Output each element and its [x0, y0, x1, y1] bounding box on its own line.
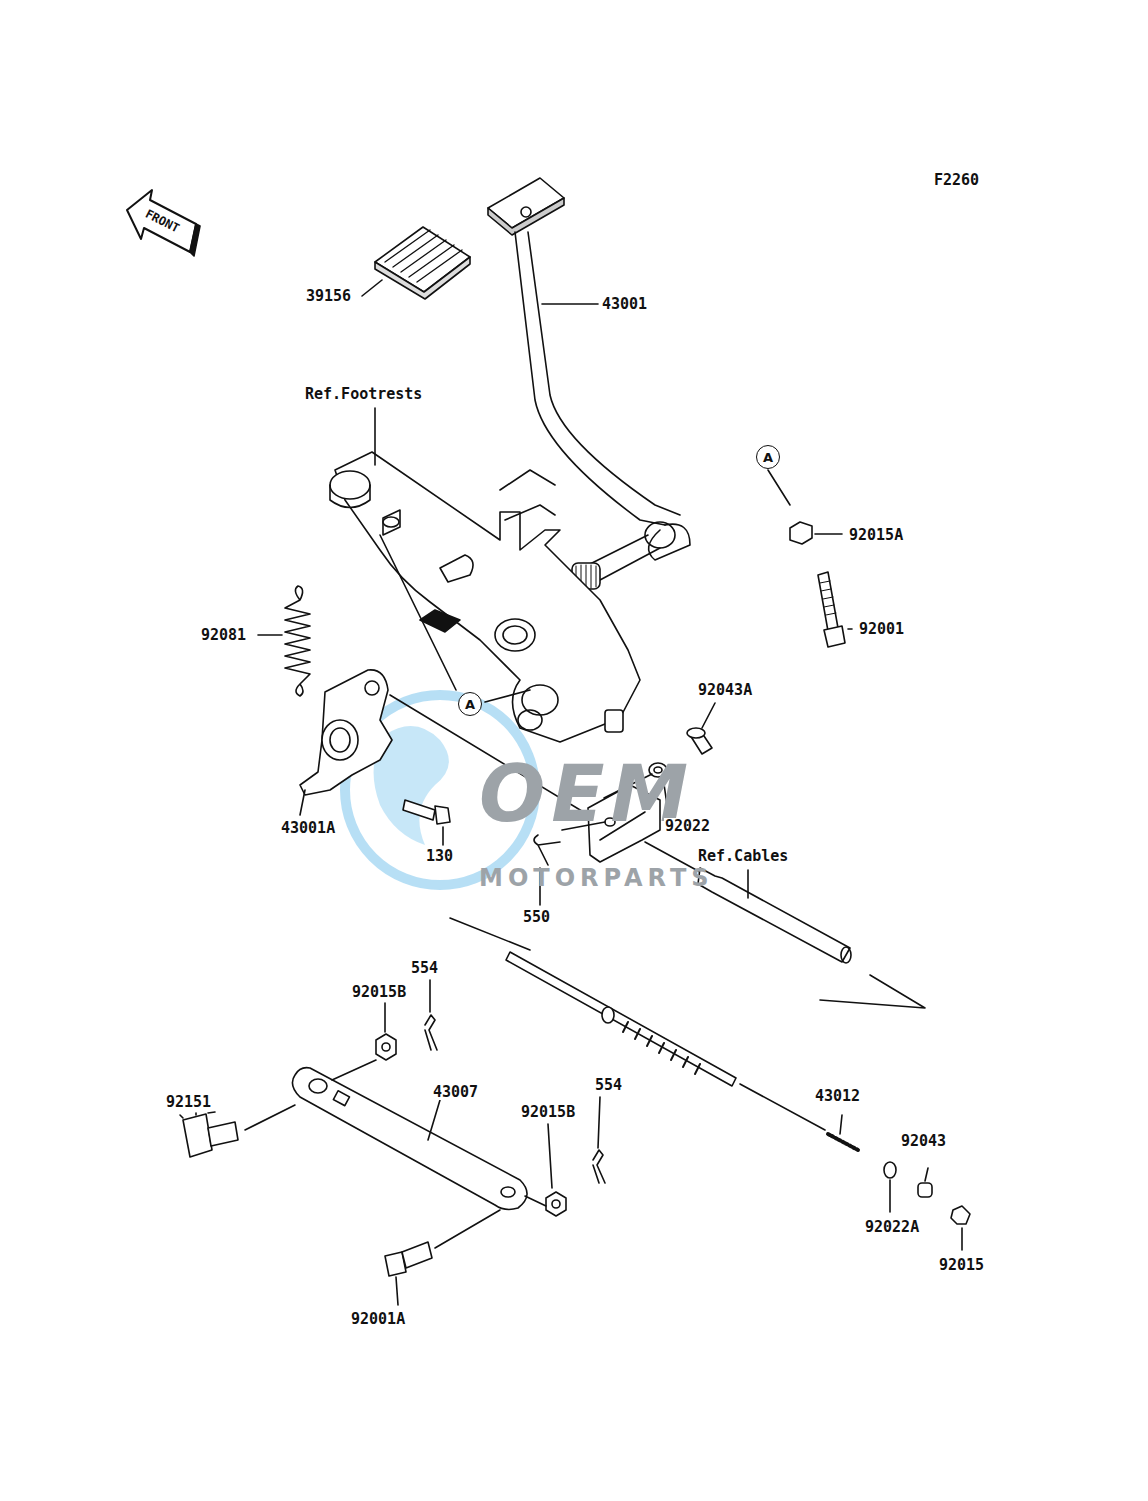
callout-number: F2260: [933, 172, 980, 189]
callout-number: 92022: [664, 818, 711, 835]
callout-number: 554: [410, 960, 439, 977]
watermark-logo: OEM: [478, 752, 695, 838]
reference-circle: A: [458, 692, 482, 716]
callout-number: 39156: [305, 288, 352, 305]
callout-number: 130: [425, 848, 454, 865]
callout-number: 92015: [938, 1257, 985, 1274]
reference-letter: A: [465, 698, 475, 711]
callout-number: 92151: [165, 1094, 212, 1111]
callout-number: 92015A: [848, 527, 904, 544]
callout-number: 554: [594, 1077, 623, 1094]
callout-number: 92043A: [697, 682, 753, 699]
callout-number: 43012: [814, 1088, 861, 1105]
callout-number: 92015B: [520, 1104, 576, 1121]
callout-number: 92081: [200, 627, 247, 644]
callout-number: 43001A: [280, 820, 336, 837]
reference-letter: A: [763, 451, 773, 464]
callout-number: Ref.Cables: [697, 848, 789, 865]
callout-number: 92001: [858, 621, 905, 638]
reference-circle: A: [756, 445, 780, 469]
callout-number: 92015B: [351, 984, 407, 1001]
callout-number: 550: [522, 909, 551, 926]
callout-number: 43007: [432, 1084, 479, 1101]
watermark-text: MOTORPARTS: [478, 865, 715, 891]
callout-number: 92043: [900, 1133, 947, 1150]
callout-number: 92022A: [864, 1219, 920, 1236]
callout-number: 92001A: [350, 1311, 406, 1328]
callout-number: 43001: [601, 296, 648, 313]
callout-number: Ref.Footrests: [304, 386, 423, 403]
